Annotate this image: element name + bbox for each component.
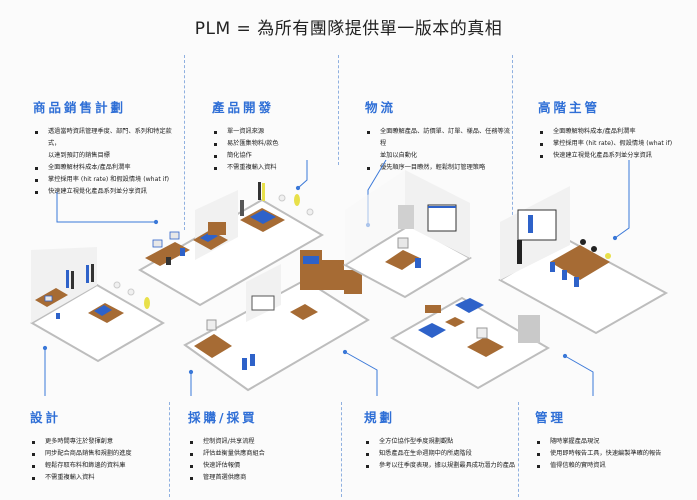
divider (341, 402, 342, 497)
divider (184, 55, 185, 230)
connector-management (564, 355, 594, 396)
section-executives: 高階主管 全面瞭解物料成本/產品利潤率 掌控採用率 (hit rate)、假設情… (538, 97, 693, 162)
section-heading: 管理 (535, 410, 567, 425)
section-heading: 採購/採買 (188, 410, 258, 425)
section-heading: 規劃 (364, 410, 396, 425)
list-item: 掌控採用率 (hit rate)、假設情境 (what if) (538, 138, 693, 150)
connector-planning (344, 351, 378, 396)
list-item: 評估並衡量供應商組合 (188, 448, 338, 460)
list-item: 不需重複輸入資料 (30, 472, 170, 484)
list-item: 快速建立視覺化產品系列並分享資訊 (33, 186, 183, 198)
list-item: 更多時間專注於發揮創意 (30, 436, 170, 448)
feature-list: 控制資訊/共享流程 評估並衡量供應商組合 快速評估報價 管理首選供應商 (188, 436, 338, 484)
room-executives (497, 186, 669, 335)
room-sourcing (183, 250, 370, 392)
list-item: 簡化協作 (212, 150, 332, 162)
section-management: 管理 隨時掌握產品現況 使用即時報告工具，快速編製準確的報告 值得信賴的實時資訊 (535, 407, 695, 472)
section-design: 設計 更多時間專注於發揮創意 同步配合商品銷售和規劃的進度 輕鬆存取布料和飾邊的… (30, 407, 170, 484)
list-item: 參考以往季度表現，據以規劃最具成功潛力的產品 (364, 460, 519, 472)
section-heading: 商品銷售計劃 (33, 100, 127, 115)
list-item: 同步配合商品銷售和規劃的進度 (30, 448, 170, 460)
list-item: 不需重複輸入資料 (212, 162, 332, 174)
list-item: 快速評估報價 (188, 460, 338, 472)
list-item: 值得信賴的實時資訊 (535, 460, 695, 472)
connector-executive (614, 160, 630, 239)
section-planning: 規劃 全方位協作型季度規劃觀點 知悉產品在生命週期中的所處階段 參考以往季度表現… (364, 407, 519, 472)
list-item: 使用即時報告工具，快速編製準確的報告 (535, 448, 695, 460)
divider (512, 55, 513, 230)
list-item: 全面瞭解物料成本/產品利潤率 (538, 126, 693, 138)
divider (169, 402, 170, 497)
section-heading: 物流 (365, 100, 397, 115)
list-item: 隨時掌握產品現況 (535, 436, 695, 448)
list-item: 全面瞭解材料成本/產品利潤率 (33, 162, 183, 174)
feature-list: 全面瞭解物料成本/產品利潤率 掌控採用率 (hit rate)、假設情境 (wh… (538, 126, 693, 162)
page-title: PLM = 為所有團隊提供單一版本的真相 (194, 19, 503, 39)
section-heading: 高階主管 (538, 100, 601, 115)
room-planning (389, 296, 551, 390)
feature-list: 全面瞭解產品、訪價單、訂單、樣品、任務等流程並加以自動化 優先順序一目瞭然，輕鬆… (365, 126, 515, 174)
list-item: 全方位協作型季度規劃觀點 (364, 436, 519, 448)
list-item: 優先順序一目瞭然，輕鬆制訂管理策略 (365, 162, 515, 174)
list-item: 全面瞭解產品、訪價單、訂單、樣品、任務等流程並加以自動化 (365, 126, 515, 162)
section-merchandise-planning: 商品銷售計劃 透過當時資訊管理季度、部門、系列和特定款式，以達到預訂的銷售目標 … (33, 97, 183, 198)
section-product-development: 產品開發 單一資訊來源 易於匯集物料/款色 簡化協作 不需重複輸入資料 (212, 97, 332, 174)
section-logistics: 物流 全面瞭解產品、訪價單、訂單、樣品、任務等流程並加以自動化 優先順序一目瞭然… (365, 97, 515, 174)
divider (518, 402, 519, 497)
list-item: 知悉產品在生命週期中的所處階段 (364, 448, 519, 460)
room-logistics (342, 170, 473, 299)
feature-list: 全方位協作型季度規劃觀點 知悉產品在生命週期中的所處階段 參考以往季度表現，據以… (364, 436, 519, 472)
room-design (30, 247, 165, 363)
list-item: 單一資訊來源 (212, 126, 332, 138)
section-heading: 設計 (30, 410, 62, 425)
connector-lines (42, 159, 630, 396)
feature-list: 隨時掌握產品現況 使用即時報告工具，快速編製準確的報告 值得信賴的實時資訊 (535, 436, 695, 472)
list-item: 快速建立視覺化產品系列並分享資訊 (538, 150, 693, 162)
list-item: 輕鬆存取布料和飾邊的資料庫 (30, 460, 170, 472)
section-heading: 產品開發 (212, 100, 275, 115)
divider (338, 55, 339, 165)
list-item: 控制資訊/共享流程 (188, 436, 338, 448)
connector-development (297, 160, 308, 189)
section-sourcing: 採購/採買 控制資訊/共享流程 評估並衡量供應商組合 快速評估報價 管理首選供應… (188, 407, 338, 484)
list-item: 管理首選供應商 (188, 472, 338, 484)
room-merchandise-development (138, 182, 324, 307)
feature-list: 透過當時資訊管理季度、部門、系列和特定款式，以達到預訂的銷售目標 全面瞭解材料成… (33, 126, 183, 198)
list-item: 透過當時資訊管理季度、部門、系列和特定款式，以達到預訂的銷售目標 (33, 126, 183, 162)
connector-merchandise (56, 192, 156, 223)
feature-list: 單一資訊來源 易於匯集物料/款色 簡化協作 不需重複輸入資料 (212, 126, 332, 174)
feature-list: 更多時間專注於發揮創意 同步配合商品銷售和規劃的進度 輕鬆存取布料和飾邊的資料庫… (30, 436, 170, 484)
list-item: 易於匯集物料/款色 (212, 138, 332, 150)
list-item: 掌控採用率 (hit rate) 和假設情境 (what if) (33, 174, 183, 186)
